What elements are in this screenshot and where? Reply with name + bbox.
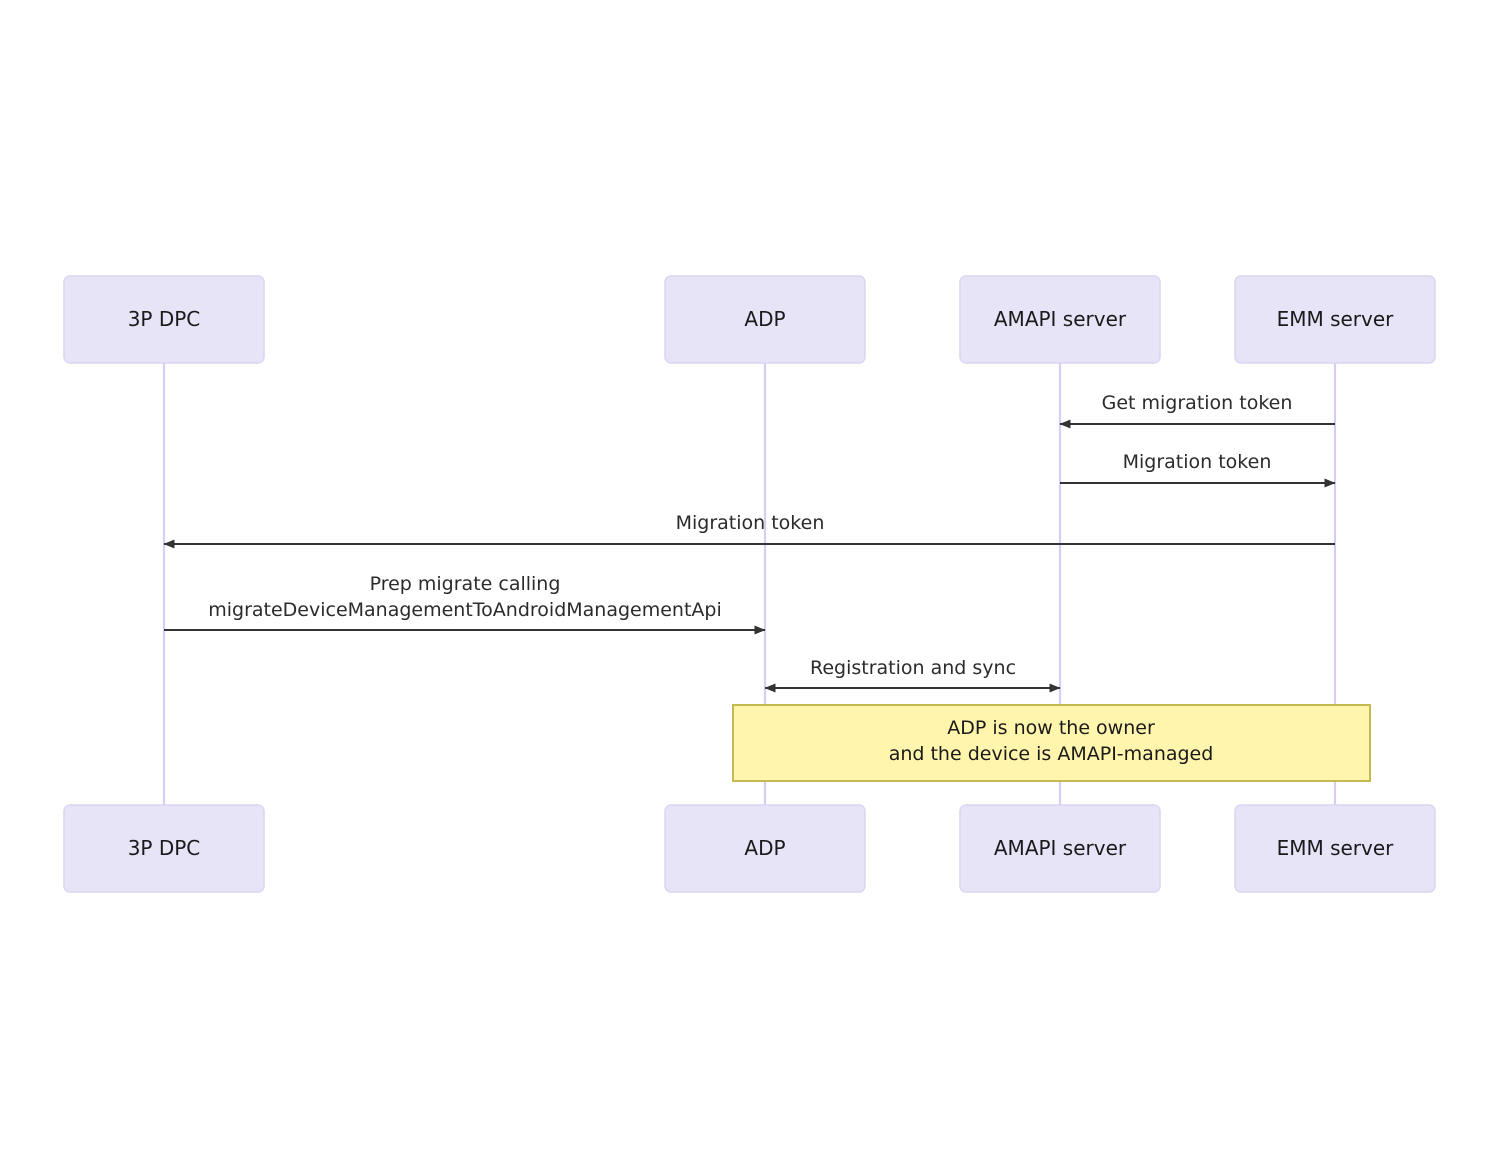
message-label-registration-and-sync: Registration and sync [810, 657, 1016, 679]
note-box-ownership-note[interactable] [732, 704, 1371, 782]
participant-label-emm-top: EMM server [1277, 307, 1395, 331]
message-label-migration-token-to-emm: Migration token [1123, 451, 1272, 473]
participant-label-emm-bottom: EMM server [1277, 836, 1395, 860]
participant-box-dpc-top[interactable] [63, 275, 265, 364]
participant-box-adp-bottom[interactable] [664, 804, 866, 893]
participant-box-emm-top[interactable] [1234, 275, 1436, 364]
participant-label-dpc-bottom: 3P DPC [128, 836, 201, 860]
participant-box-dpc-bottom[interactable] [63, 804, 265, 893]
participant-label-amapi-bottom: AMAPI server [994, 836, 1127, 860]
participant-label-adp-top: ADP [744, 307, 785, 331]
participant-label-adp-bottom: ADP [744, 836, 785, 860]
participant-box-adp-top[interactable] [664, 275, 866, 364]
participant-label-dpc-top: 3P DPC [128, 307, 201, 331]
participant-box-amapi-top[interactable] [959, 275, 1161, 364]
participant-box-amapi-bottom[interactable] [959, 804, 1161, 893]
participants-bottom-group: 3P DPC ADP AMAPI server EMM server [63, 804, 1436, 893]
message-label-migration-token-to-dpc: Migration token [676, 512, 825, 534]
participant-box-emm-bottom[interactable] [1234, 804, 1436, 893]
message-label-get-migration-token: Get migration token [1102, 392, 1293, 414]
participant-label-amapi-top: AMAPI server [994, 307, 1127, 331]
participants-top-group: 3P DPC ADP AMAPI server EMM server [63, 275, 1436, 364]
